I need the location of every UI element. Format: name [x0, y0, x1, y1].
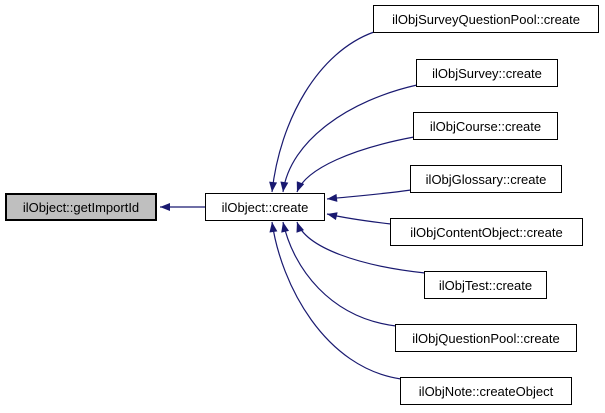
- node-ilobjglossary-create[interactable]: ilObjGlossary::create: [410, 165, 562, 193]
- node-ilobjtest-create[interactable]: ilObjTest::create: [424, 271, 547, 299]
- edge-ilobjquestionpool-create-to-ilobject-create: [281, 221, 397, 327]
- node-ilobjcontentobject-create[interactable]: ilObjContentObject::create: [390, 218, 583, 246]
- edge-ilobjsurveyquestionpool-create-to-ilobject-create: [269, 31, 375, 193]
- node-ilobjnote-createobject[interactable]: ilObjNote::createObject: [400, 377, 572, 405]
- node-ilobjsurveyquestionpool-create[interactable]: ilObjSurveyQuestionPool::create: [373, 5, 599, 33]
- node-ilobjsurvey-create[interactable]: ilObjSurvey::create: [416, 59, 558, 87]
- edge-ilobjtest-create-to-ilobject-create: [296, 221, 426, 274]
- edge-ilobjcourse-create-to-ilobject-create: [296, 136, 415, 193]
- node-ilobject-getimportid: ilObject::getImportId: [5, 193, 157, 221]
- node-ilobjcourse-create[interactable]: ilObjCourse::create: [413, 112, 558, 140]
- edge-ilobjsurvey-create-to-ilobject-create: [280, 84, 418, 193]
- node-ilobjquestionpool-create[interactable]: ilObjQuestionPool::create: [395, 324, 577, 352]
- node-ilobject-create[interactable]: ilObject::create: [205, 193, 325, 221]
- edge-ilobjglossary-create-to-ilobject-create: [326, 189, 412, 202]
- edge-ilobjcontentobject-create-to-ilobject-create: [326, 212, 392, 225]
- edge-ilobjnote-createobject-to-ilobject-create: [269, 221, 402, 380]
